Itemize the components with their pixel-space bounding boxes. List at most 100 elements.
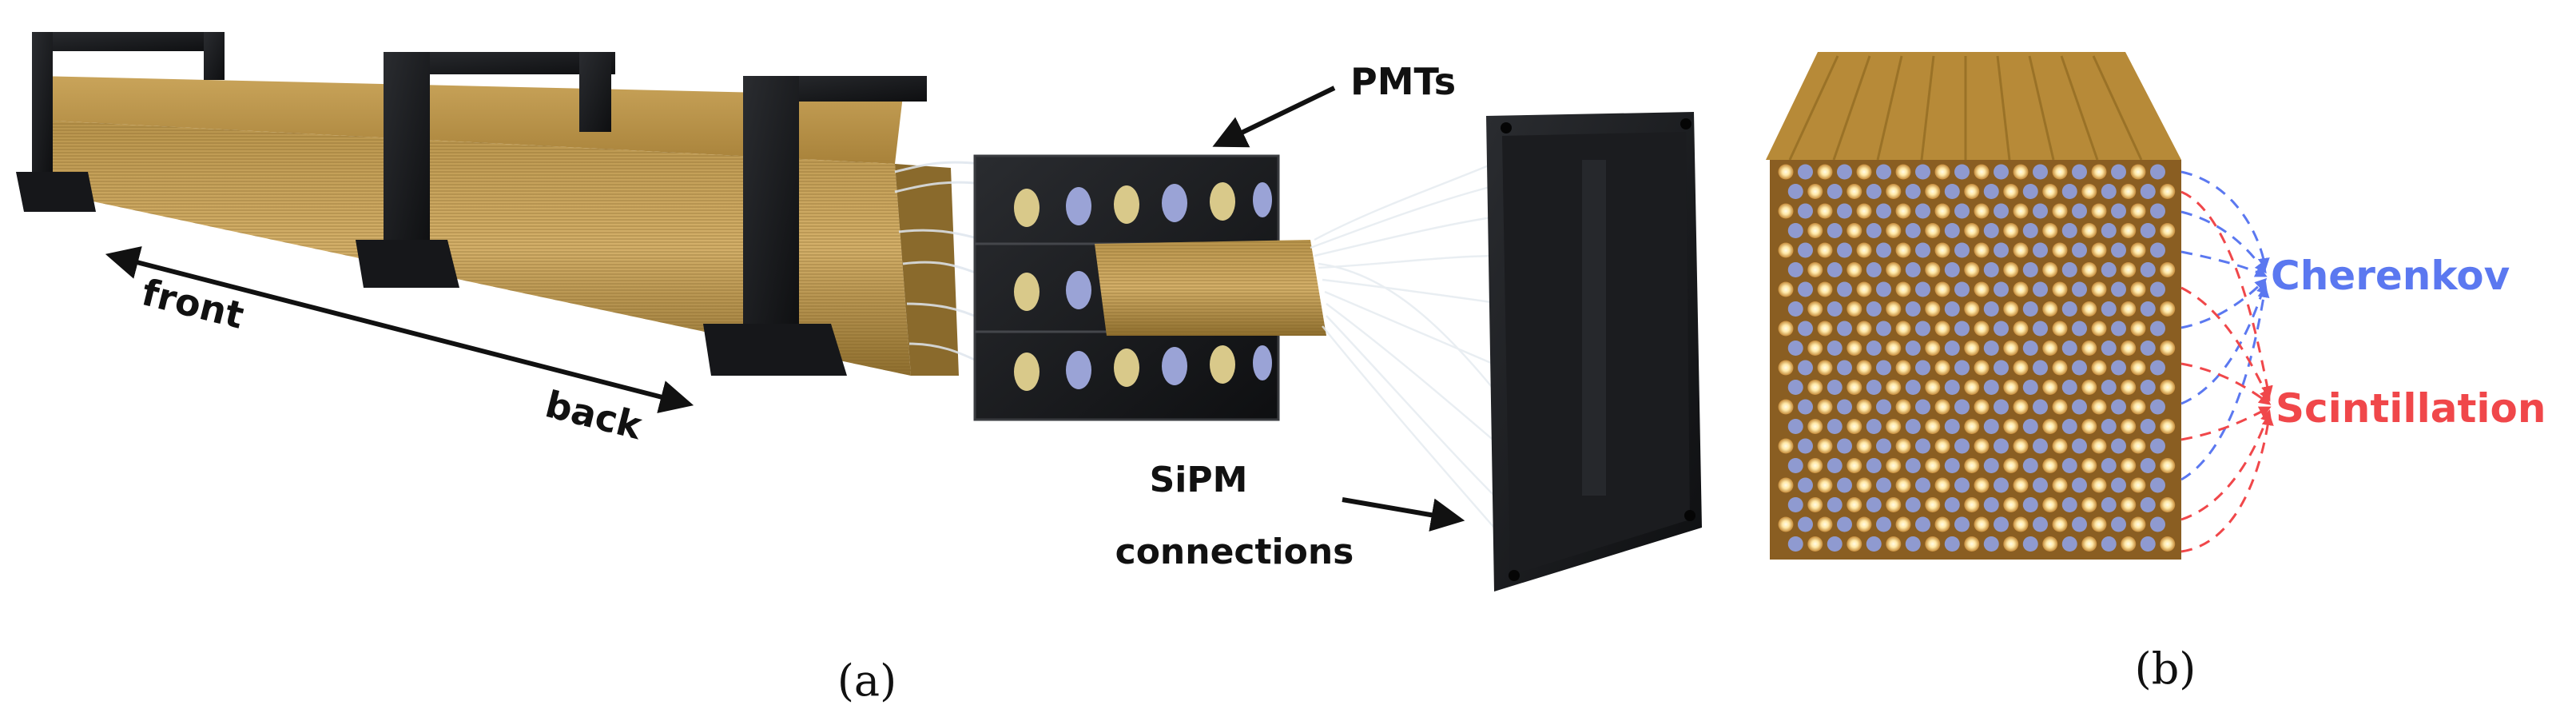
fibre-end-cherenkov xyxy=(2150,399,2165,415)
fibre-end-scintillation xyxy=(2042,458,2058,473)
fibre-end-scintillation xyxy=(2091,516,2107,532)
fibre-end-cherenkov xyxy=(1905,497,1921,512)
fibre-end-scintillation xyxy=(2121,536,2137,552)
fibre-end-scintillation xyxy=(1856,477,1872,493)
fibre-end-scintillation xyxy=(2042,223,2058,238)
fibre-end-scintillation xyxy=(1778,321,1794,337)
fibre-end-scintillation xyxy=(1886,497,1902,512)
fibre-end-scintillation xyxy=(1925,301,1941,317)
fibre-end-scintillation xyxy=(1895,281,1911,297)
fibre-end-cherenkov xyxy=(2022,536,2038,552)
fibre-end-cherenkov xyxy=(2140,341,2156,356)
fibre-end-scintillation xyxy=(1886,184,1902,199)
fibre-end-scintillation xyxy=(1934,321,1950,337)
fibre-end-cherenkov xyxy=(2072,516,2087,532)
fibre-end-cherenkov xyxy=(2140,184,2156,199)
fibre-end-cherenkov xyxy=(1994,399,2009,415)
fibre-end-scintillation xyxy=(2013,203,2029,219)
fibre-end-scintillation xyxy=(2130,164,2146,180)
fibre-end-scintillation xyxy=(2091,164,2107,180)
fibre-end-scintillation xyxy=(1934,360,1950,376)
fibre-end-scintillation xyxy=(1817,438,1833,454)
fibre-end-scintillation xyxy=(2091,399,2107,415)
fibre-end-scintillation xyxy=(1778,164,1794,180)
fibre-end-cherenkov xyxy=(2150,242,2165,258)
fibre-end-cherenkov xyxy=(1915,360,1930,376)
fibre-end-cherenkov xyxy=(1837,516,1852,532)
fibre-end-scintillation xyxy=(2130,399,2146,415)
fibre-end-cherenkov xyxy=(1905,458,1921,473)
fibre-end-cherenkov xyxy=(1994,203,2009,219)
fibre-end-cherenkov xyxy=(1876,516,1891,532)
fibre-end-cherenkov xyxy=(1944,262,1960,277)
fibre-end-scintillation xyxy=(2052,477,2068,493)
fibre-end-scintillation xyxy=(1847,223,1862,238)
fibre-end-cherenkov xyxy=(1827,262,1843,277)
fibre-end-cherenkov xyxy=(1944,458,1960,473)
fibre-end-cherenkov xyxy=(1944,184,1960,199)
fibre-end-scintillation xyxy=(1817,360,1833,376)
fibre-end-cherenkov xyxy=(1983,223,1999,238)
fibre-end-cherenkov xyxy=(1837,360,1852,376)
fibre-end-cherenkov xyxy=(1915,203,1930,219)
fibre-end-cherenkov xyxy=(2072,438,2087,454)
fibre-end-cherenkov xyxy=(1905,223,1921,238)
fibre-end-cherenkov xyxy=(2140,497,2156,512)
fibre-end-scintillation xyxy=(1974,516,1990,532)
fibre-end-cherenkov xyxy=(1994,164,2009,180)
fibre-end-scintillation xyxy=(2013,360,2029,376)
fibre-end-scintillation xyxy=(2081,262,2097,277)
fibre-end-scintillation xyxy=(2042,341,2058,356)
fibre-end-scintillation xyxy=(1847,458,1862,473)
fibre-end-cherenkov xyxy=(1944,341,1960,356)
fibre-end-scintillation xyxy=(2003,223,2019,238)
fibre-end-cherenkov xyxy=(1905,301,1921,317)
fibre-end-scintillation xyxy=(1934,164,1950,180)
fibre-end-cherenkov xyxy=(1994,516,2009,532)
fibre-end-scintillation xyxy=(1964,497,1980,512)
fibre-end-cherenkov xyxy=(1798,438,1813,454)
fibre-end-cherenkov xyxy=(1827,458,1843,473)
fibre-end-cherenkov xyxy=(2111,399,2126,415)
fibre-end-cherenkov xyxy=(2140,223,2156,238)
fibre-end-cherenkov xyxy=(2101,184,2117,199)
label-back: back xyxy=(541,382,647,448)
scintillation-arrows xyxy=(2180,190,2274,553)
fibre-end-cherenkov xyxy=(1837,438,1852,454)
fibre-end-cherenkov xyxy=(2150,516,2165,532)
fibre-end-cherenkov xyxy=(2072,321,2087,337)
fibre-end-scintillation xyxy=(1974,242,1990,258)
fibre-end-cherenkov xyxy=(2111,516,2126,532)
fibre-end-scintillation xyxy=(1964,419,1980,434)
fibre-end-scintillation xyxy=(2081,497,2097,512)
fibre-end-cherenkov xyxy=(1787,223,1803,238)
fibre-end-scintillation xyxy=(1925,341,1941,356)
fibre-end-cherenkov xyxy=(2033,477,2048,493)
fibre-end-scintillation xyxy=(2160,380,2176,395)
fibre-end-cherenkov xyxy=(2022,458,2038,473)
fibre-end-cherenkov xyxy=(1876,360,1891,376)
fibre-end-scintillation xyxy=(2160,497,2176,512)
fibre-end-scintillation xyxy=(1974,281,1990,297)
fibre-end-cherenkov xyxy=(1787,184,1803,199)
fibre-end-scintillation xyxy=(2121,380,2137,395)
fibre-end-cherenkov xyxy=(1837,164,1852,180)
fibre-end-cherenkov xyxy=(1876,281,1891,297)
fibre-end-scintillation xyxy=(2042,301,2058,317)
arrow-front-back xyxy=(105,246,694,413)
fibre-end-scintillation xyxy=(2013,438,2029,454)
fibre-end-cherenkov xyxy=(1954,360,1970,376)
fibre-end-scintillation xyxy=(2130,477,2146,493)
fibre-end-scintillation xyxy=(2160,301,2176,317)
fibre-end-cherenkov xyxy=(2150,360,2165,376)
arrow-sipm xyxy=(1342,497,1465,532)
fibre-end-cherenkov xyxy=(1954,164,1970,180)
fibre-end-scintillation xyxy=(2003,341,2019,356)
fibre-end-cherenkov xyxy=(2061,223,2077,238)
fibre-end-scintillation xyxy=(1817,203,1833,219)
fibre-end-scintillation xyxy=(2003,458,2019,473)
fibre-end-cherenkov xyxy=(1954,399,1970,415)
fibre-end-scintillation xyxy=(1925,262,1941,277)
fibre-end-cherenkov xyxy=(1798,516,1813,532)
fibre-end-cherenkov xyxy=(1787,497,1803,512)
